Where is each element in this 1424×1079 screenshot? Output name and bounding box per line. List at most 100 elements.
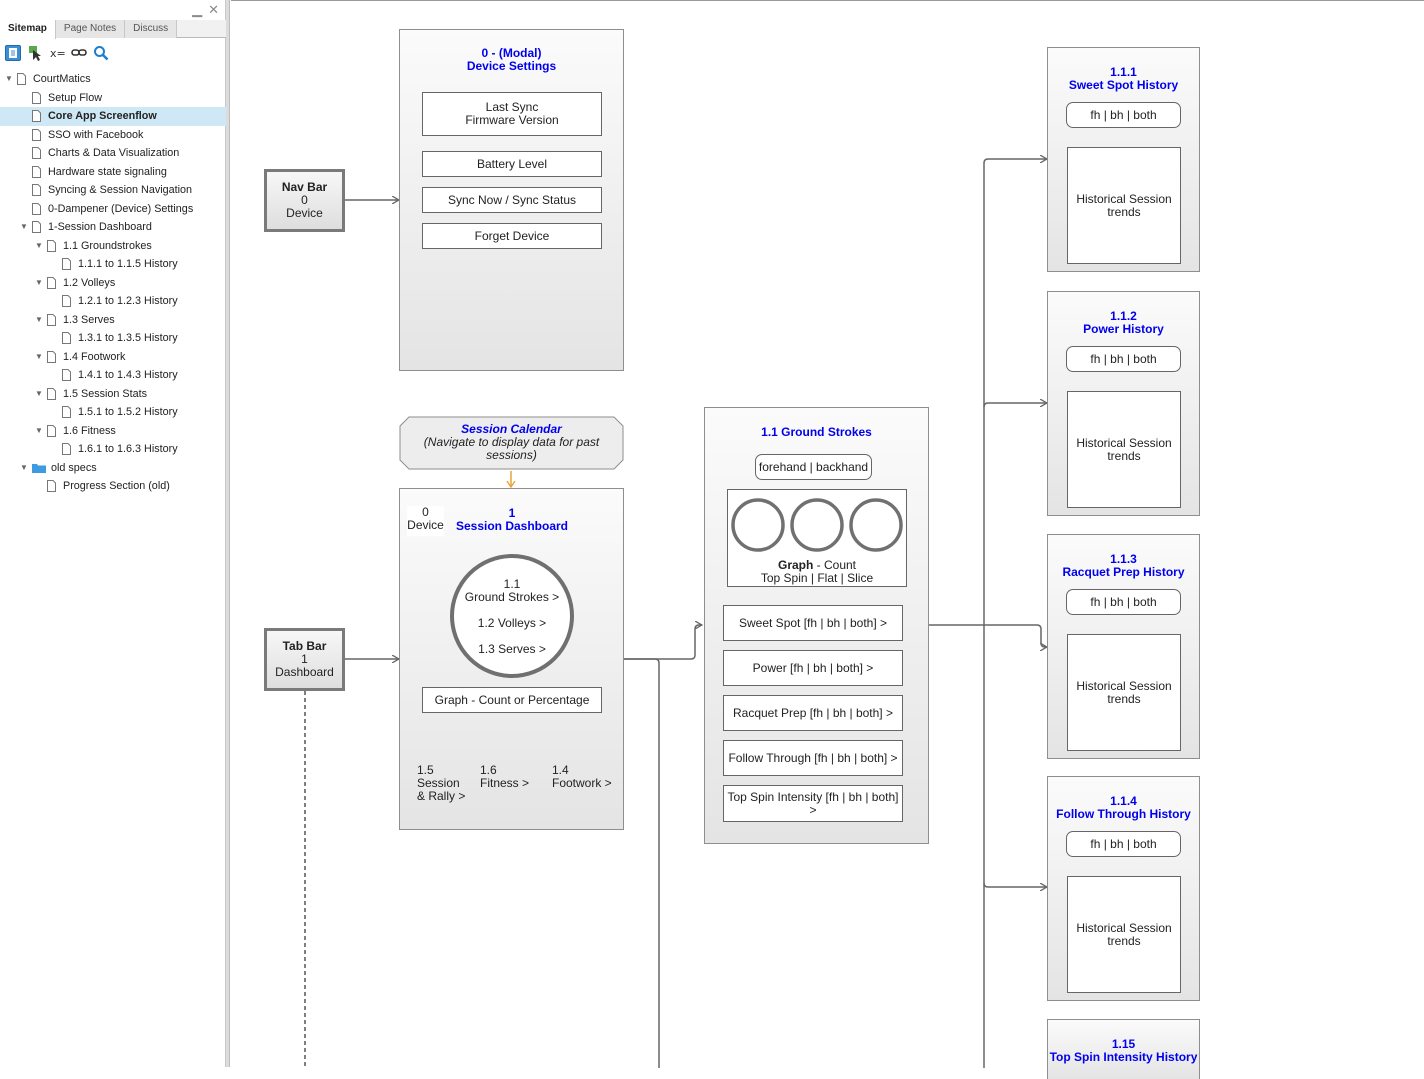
dashboard-device-tab[interactable]: 0 Device [407, 506, 444, 536]
fitness-link[interactable]: 1.6 Fitness > [480, 763, 530, 790]
tree-item-label: Syncing & Session Navigation [48, 184, 193, 196]
tree-item-label: 1.4.1 to 1.4.3 History [78, 369, 178, 381]
session-calendar-title: Session Calendar [461, 422, 562, 436]
expand-toggle-icon[interactable]: ▼ [35, 277, 43, 287]
tree-item-label: 1.5 Session Stats [63, 387, 148, 400]
history-num: 1.1.2 [1110, 309, 1137, 323]
expand-toggle-icon[interactable]: ▼ [20, 222, 28, 231]
connector-history-4 [983, 882, 1047, 887]
tree-item[interactable]: ▼1.1 Groundstrokes [0, 237, 226, 256]
link-icon[interactable] [71, 45, 87, 61]
tab-sitemap[interactable]: Sitemap [0, 20, 56, 39]
tree-item-label: CourtMatics [33, 73, 91, 85]
history-title: Sweet Spot History [1068, 78, 1179, 92]
expand-toggle-icon[interactable]: ▼ [35, 388, 43, 398]
tree-item[interactable]: Hardware state signaling [0, 163, 226, 182]
sidebar-splitter[interactable] [226, 0, 230, 1067]
graph-count-button[interactable]: Graph - Count or Percentage [422, 687, 602, 713]
historical-trends-box: Historical Session trends [1067, 391, 1181, 508]
tree-item-label: 1.3 Serves [63, 313, 115, 326]
nav-bar-num: 0 [301, 193, 308, 207]
history-panel-sweet-spot: 1.1.1 Sweet Spot History fh | bh | both … [1047, 47, 1200, 272]
expand-toggle-icon[interactable]: ▼ [35, 351, 43, 361]
search-icon[interactable] [93, 45, 109, 61]
wireframe-canvas: Nav Bar 0 Device Tab Bar 1 Dashboard 0 -… [231, 0, 1424, 1079]
tree-item[interactable]: SSO with Facebook [0, 126, 226, 145]
tree-item[interactable]: Core App Screenflow [0, 107, 226, 126]
forehand-backhand-toggle[interactable]: forehand | backhand [755, 454, 872, 480]
history-panel-top-spin: 1.15 Top Spin Intensity History [1047, 1019, 1200, 1079]
expand-toggle-icon[interactable]: ▼ [35, 240, 43, 250]
tab-discuss[interactable]: Discuss [125, 20, 178, 38]
expand-toggle-icon[interactable]: ▼ [35, 314, 43, 324]
dashboard-device-tab-num: 0 [422, 505, 429, 519]
tree-item[interactable]: Setup Flow [0, 89, 226, 108]
power-link[interactable]: Power [fh | bh | both] > [723, 650, 903, 686]
ring-volleys-link[interactable]: 1.2 Volleys > [477, 616, 547, 630]
tab-bar-label: Dashboard [275, 665, 334, 679]
dashboard-title: Session Dashboard [455, 519, 569, 533]
sitemap-page-icon[interactable] [5, 45, 21, 61]
page-icon [32, 165, 41, 178]
tree-item[interactable]: ▼ 1.3 Serves [0, 311, 226, 330]
tree-item[interactable]: ▼old specs [0, 459, 226, 478]
page-icon [32, 91, 41, 104]
tree-item[interactable]: ▼1.6 Fitness [0, 422, 226, 441]
add-pointer-icon[interactable] [27, 45, 43, 61]
tree-item[interactable]: 1.5.1 to 1.5.2 History [0, 403, 226, 422]
tree-item[interactable]: ▼ 1.4 Footwork [0, 348, 226, 367]
tree-item[interactable]: Charts & Data Visualization [0, 144, 226, 163]
tree-item-label: 1.4 Footwork [63, 350, 126, 363]
tree-item[interactable]: ▼ 1.5 Session Stats [0, 385, 226, 404]
svg-text:x=: x= [50, 47, 65, 60]
tree-item-label: Core App Screenflow [48, 110, 157, 122]
sweet-spot-link[interactable]: Sweet Spot [fh | bh | both] > [723, 605, 903, 641]
minimize-icon[interactable]: ▁ [192, 2, 203, 17]
tree-item[interactable]: 1.4.1 to 1.4.3 History [0, 366, 226, 385]
tree-item[interactable]: ▼ CourtMatics [0, 70, 226, 89]
sync-now-button[interactable]: Sync Now / Sync Status [422, 187, 602, 213]
tree-item[interactable]: Progress Section (old) [0, 477, 226, 496]
top-spin-intensity-link[interactable]: Top Spin Intensity [fh | bh | both] > [723, 785, 903, 822]
historical-trends-box: Historical Session trends [1067, 634, 1181, 751]
history-num: 1.1.4 [1110, 794, 1137, 808]
tree-item[interactable]: ▼1-Session Dashboard [0, 218, 226, 237]
fh-bh-both-toggle[interactable]: fh | bh | both [1066, 589, 1181, 615]
page-icon [62, 258, 71, 270]
tree-item[interactable]: 0-Dampener (Device) Settings [0, 200, 226, 219]
tree-item-label: 1.6.1 to 1.6.3 History [78, 443, 178, 455]
tree-item-label: Charts & Data Visualization [48, 147, 180, 159]
fh-bh-both-toggle[interactable]: fh | bh | both [1066, 831, 1181, 857]
expand-toggle-icon[interactable]: ▼ [5, 74, 13, 83]
racquet-prep-link[interactable]: Racquet Prep [fh | bh | both] > [723, 695, 903, 731]
tab-bar-box[interactable]: Tab Bar 1 Dashboard [264, 628, 345, 691]
expand-toggle-icon[interactable]: ▼ [35, 425, 43, 435]
ring-serves-link[interactable]: 1.3 Serves > [478, 642, 546, 656]
tree-item[interactable]: Syncing & Session Navigation [0, 181, 226, 200]
ring-ground-strokes-link[interactable]: 1.1 Ground Strokes > [464, 577, 560, 604]
page-icon [47, 313, 56, 326]
tree-item[interactable]: ▼1.2 Volleys [0, 274, 226, 293]
tree-item-label: Hardware state signaling [48, 165, 167, 178]
footwork-link[interactable]: 1.4 Footwork > [552, 763, 612, 790]
tree-item[interactable]: 1.3.1 to 1.3.5 History [0, 329, 226, 348]
variables-icon[interactable]: x= [49, 45, 65, 61]
device-settings-panel: 0 - (Modal) Device Settings Last Sync Fi… [399, 29, 624, 371]
tree-item[interactable]: 1.6.1 to 1.6.3 History [0, 440, 226, 459]
session-calendar-box[interactable]: Session Calendar (Navigate to display da… [399, 416, 624, 470]
tab-page-notes[interactable]: Page Notes [55, 20, 126, 38]
tree-item[interactable]: 1.2.1 to 1.2.3 History [0, 292, 226, 311]
tab-bar-num: 1 [301, 652, 308, 666]
fh-bh-both-toggle[interactable]: fh | bh | both [1066, 346, 1181, 372]
fh-bh-both-toggle[interactable]: fh | bh | both [1066, 102, 1181, 128]
nav-bar-box[interactable]: Nav Bar 0 Device [264, 169, 345, 232]
forget-device-button[interactable]: Forget Device [422, 223, 602, 249]
close-icon[interactable]: ✕ [208, 2, 219, 17]
page-icon [17, 73, 26, 85]
tree-item-label: Progress Section (old) [63, 480, 170, 492]
tree-item[interactable]: 1.1.1 to 1.1.5 History [0, 255, 226, 274]
page-icon [32, 184, 41, 196]
follow-through-link[interactable]: Follow Through [fh | bh | both] > [723, 740, 903, 776]
session-rally-link[interactable]: 1.5 Session & Rally > [417, 763, 466, 803]
expand-toggle-icon[interactable]: ▼ [20, 462, 28, 472]
